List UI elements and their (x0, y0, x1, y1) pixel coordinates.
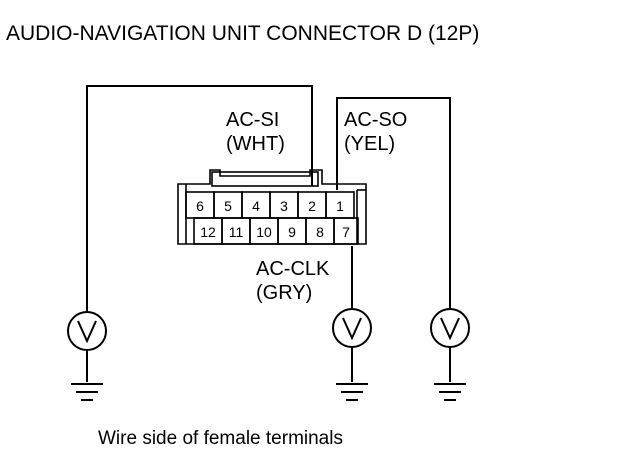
pin-6: 6 (196, 198, 204, 214)
connector-d: 6 5 4 3 2 1 12 11 10 9 8 7 (177, 169, 367, 245)
ac-so-color: (YEL) (344, 133, 395, 155)
ac-so-label: AC-SO (344, 109, 407, 131)
ac-si-color: (WHT) (226, 133, 285, 155)
ac-clk-label: AC-CLK (256, 258, 330, 280)
pin-11: 11 (229, 224, 244, 240)
voltmeter-icon (430, 308, 470, 382)
wire-ac-si (86, 85, 313, 313)
pin-2: 2 (308, 198, 316, 214)
top-row-cells (185, 191, 355, 219)
diagram-caption: Wire side of female terminals (98, 428, 343, 449)
ground-icon (71, 383, 103, 401)
pin-7: 7 (342, 224, 350, 240)
pin-10: 10 (256, 224, 272, 240)
pin-5: 5 (224, 198, 232, 214)
ac-clk-color: (GRY) (256, 282, 312, 304)
wire-ac-so (336, 97, 451, 310)
bottom-row-cells (193, 217, 359, 245)
diagram-title: AUDIO-NAVIGATION UNIT CONNECTOR D (12P) (6, 22, 479, 45)
pin-9: 9 (288, 224, 296, 240)
pin-4: 4 (252, 198, 260, 214)
ac-si-label: AC-SI (226, 109, 279, 131)
voltmeter-icon (67, 311, 107, 382)
pin-8: 8 (316, 224, 324, 240)
pin-1: 1 (336, 198, 344, 214)
wire-lines (86, 85, 451, 313)
ground-icon (434, 383, 466, 401)
voltmeter-icon (332, 308, 372, 382)
connector-housing (177, 169, 367, 245)
pin-12: 12 (200, 224, 216, 240)
ground-icon (336, 383, 368, 401)
pin-3: 3 (280, 198, 288, 214)
